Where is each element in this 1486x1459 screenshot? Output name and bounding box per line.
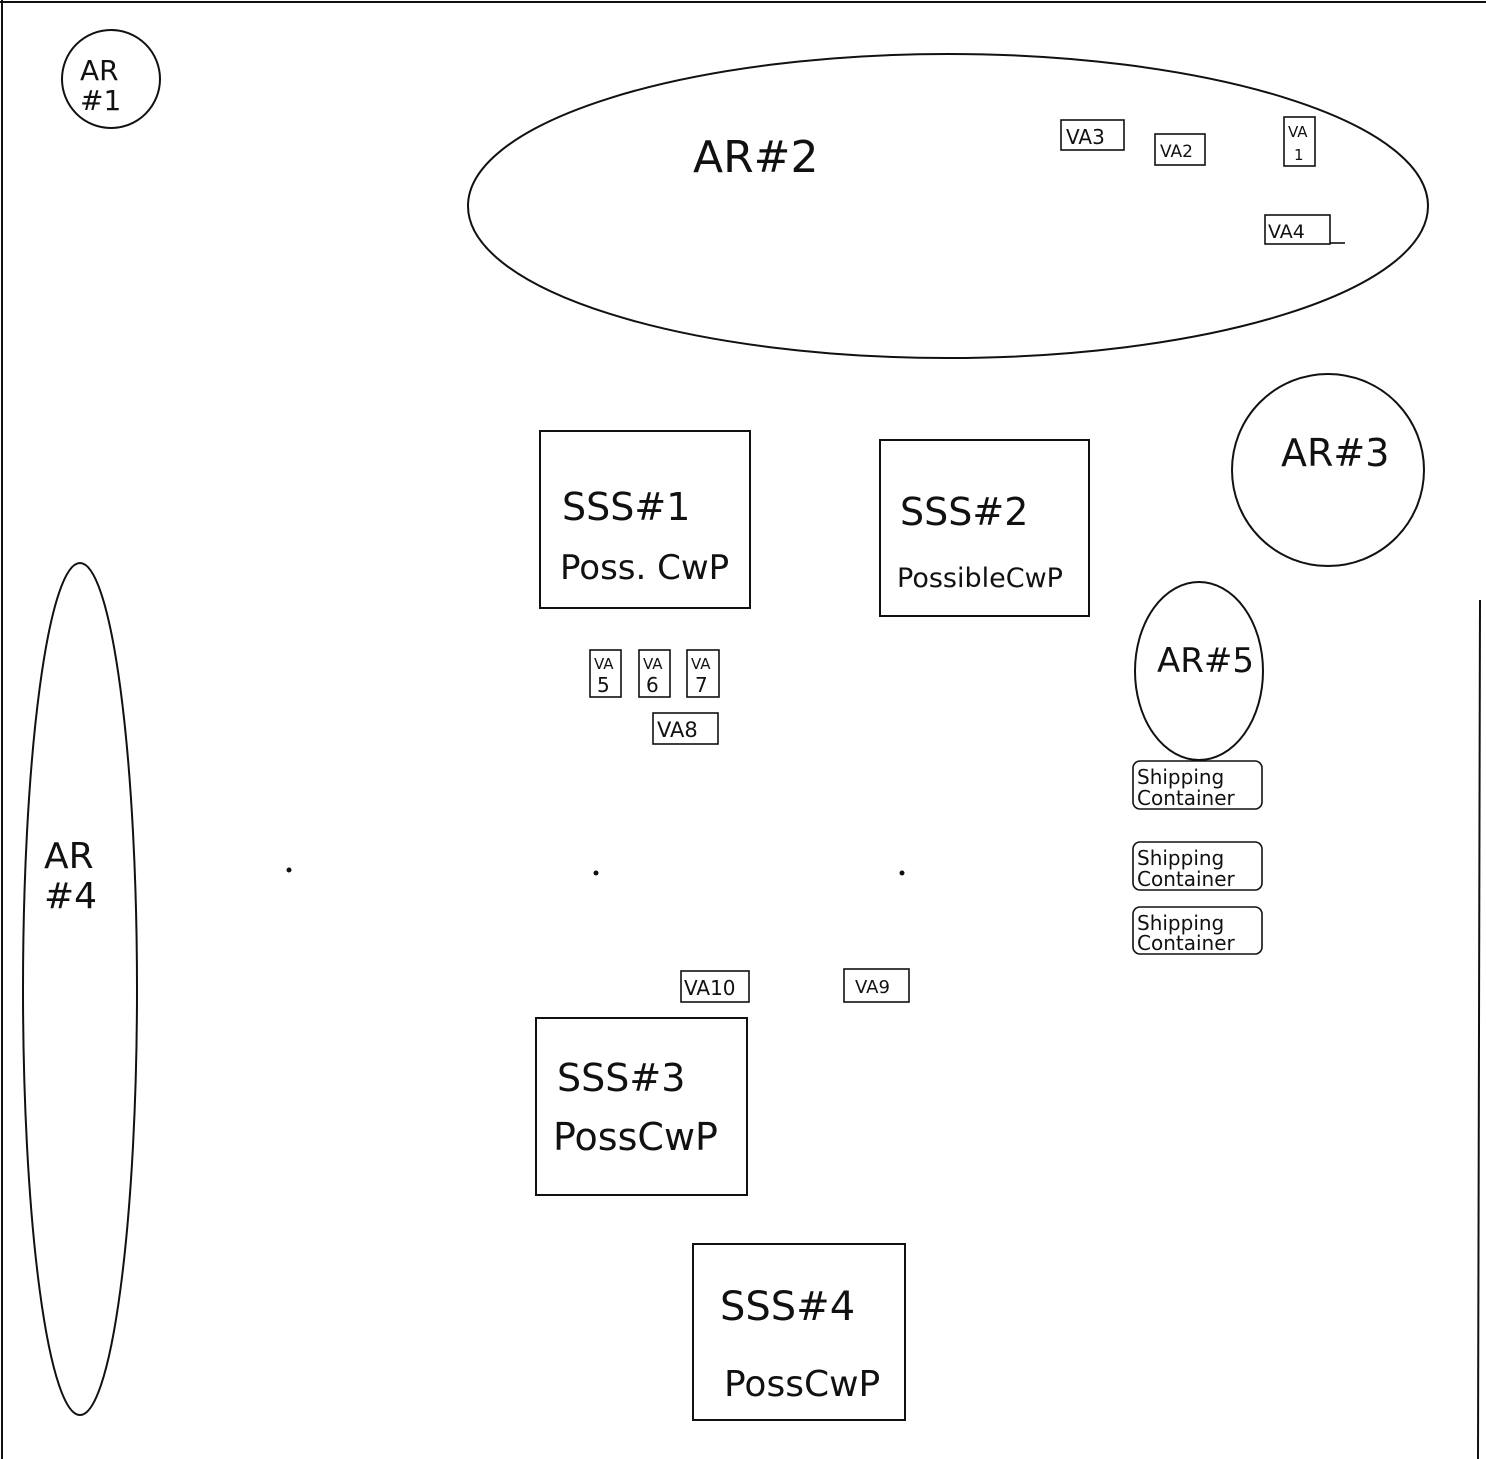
page-border-right — [1477, 599, 1481, 1459]
site-sss3: SSS#3 PossCwP — [535, 1017, 748, 1196]
va5-box: VA 5 — [589, 649, 622, 698]
site-sss2-note: PossibleCwP — [897, 563, 1063, 594]
va7-label-line1: VA — [691, 655, 711, 673]
area-ar4-label-line1: AR — [44, 836, 94, 877]
area-ar4-label-line2: #4 — [44, 876, 97, 917]
va2-label: VA2 — [1160, 142, 1193, 162]
va9-label: VA9 — [855, 977, 890, 998]
va6-label-line1: VA — [643, 655, 663, 673]
area-ar4: AR #4 — [22, 562, 138, 1416]
va6-box: VA 6 — [638, 649, 671, 698]
va7-label-line2: 7 — [695, 673, 708, 697]
site-sss1-name: SSS#1 — [562, 485, 690, 529]
area-ar3: AR#3 — [1231, 373, 1425, 567]
area-ar1-label-line2: #1 — [80, 84, 121, 117]
area-ar2: AR#2 — [467, 53, 1429, 359]
va6-label-line2: 6 — [646, 673, 659, 697]
site-sss4: SSS#4 PossCwP — [692, 1243, 906, 1421]
va8-box: VA8 — [652, 712, 719, 745]
shipping-container-3: Shipping Container — [1132, 906, 1263, 955]
va1-label-line2: 1 — [1294, 146, 1304, 164]
va10-box: VA10 — [680, 970, 750, 1003]
site-sss1-note: Poss. CwP — [560, 548, 729, 588]
site-sss4-note: PossCwP — [724, 1364, 880, 1405]
container-3-line2: Container — [1137, 931, 1236, 955]
va3-box: VA3 — [1060, 119, 1125, 151]
area-ar2-label: AR#2 — [693, 132, 819, 183]
container-2-line1: Shipping — [1137, 846, 1224, 870]
site-sss2-name: SSS#2 — [900, 490, 1028, 534]
site-sss2: SSS#2 PossibleCwP — [879, 439, 1090, 617]
mark-dot — [899, 870, 905, 876]
shipping-container-1: Shipping Container — [1132, 760, 1263, 810]
va5-label-line2: 5 — [597, 673, 610, 697]
mark-dot — [593, 870, 599, 876]
va4-box: VA4 — [1264, 214, 1345, 245]
site-sss3-name: SSS#3 — [557, 1056, 685, 1100]
area-ar5: AR#5 — [1134, 581, 1264, 761]
mark-dot — [286, 867, 292, 873]
site-sss1: SSS#1 Poss. CwP — [539, 430, 751, 609]
container-1-line1: Shipping — [1137, 765, 1224, 789]
va9-box: VA9 — [843, 968, 910, 1003]
va10-label: VA10 — [684, 976, 736, 1000]
va2-box: VA2 — [1154, 133, 1206, 166]
area-ar5-label: AR#5 — [1157, 641, 1254, 681]
va7-box: VA 7 — [686, 649, 720, 698]
va3-label: VA3 — [1066, 125, 1105, 149]
va5-label-line1: VA — [594, 655, 614, 673]
va4-label: VA4 — [1268, 221, 1305, 243]
va1-label-line1: VA — [1288, 123, 1308, 141]
area-ar1: AR #1 — [61, 29, 161, 129]
va1-box: VA 1 — [1283, 116, 1316, 167]
container-3-line1: Shipping — [1137, 911, 1224, 935]
container-1-line2: Container — [1137, 786, 1236, 810]
shipping-container-2: Shipping Container — [1132, 841, 1263, 891]
va8-label: VA8 — [657, 718, 698, 742]
site-sss4-name: SSS#4 — [720, 1284, 855, 1330]
area-ar3-label: AR#3 — [1281, 431, 1389, 475]
site-sss3-note: PossCwP — [553, 1115, 718, 1159]
area-ar1-label-line1: AR — [80, 54, 119, 87]
container-2-line2: Container — [1137, 867, 1236, 891]
